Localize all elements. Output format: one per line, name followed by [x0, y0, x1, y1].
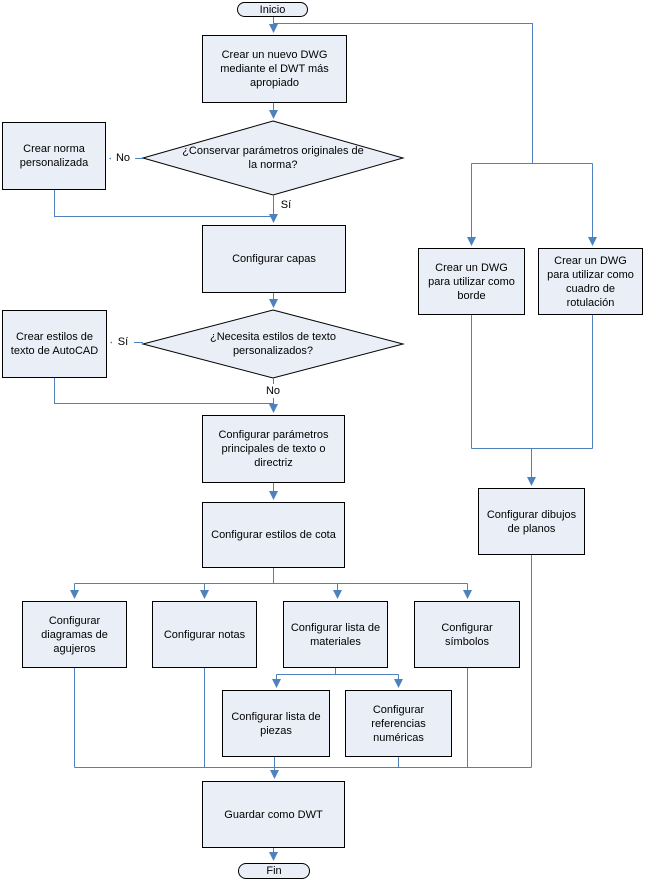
decision-text-styles-text: ¿Necesita estilos de texto personalizado… — [210, 331, 336, 357]
process-create-border-dwg: Crear un DWG para utilizar como borde — [418, 248, 525, 315]
process-configure-symbols: Configurar símbolos — [414, 601, 520, 668]
process-create-titleblock-dwg: Crear un DWG para utilizar como cuadro d… — [538, 248, 643, 315]
process-configure-text-params: Configurar parámetros principales de tex… — [202, 415, 345, 483]
process-configure-parts-list: Configurar lista de piezas — [222, 690, 330, 757]
process-configure-balloons: Configurar referencias numéricas — [345, 690, 452, 757]
process-configure-sheet-drawings: Configurar dibujos de planos — [478, 488, 585, 555]
edge-label-no-keep-standard: No — [111, 151, 135, 165]
process-configure-layers: Configurar capas — [202, 225, 346, 293]
process-create-dwg: Crear un nuevo DWG mediante el DWT más a… — [202, 35, 347, 103]
edge-label-si-keep-standard: Sí — [276, 198, 296, 212]
process-create-text-styles: Crear estilos de texto de AutoCAD — [2, 310, 107, 378]
flow-arrows — [54, 17, 597, 861]
process-configure-dim-styles: Configurar estilos de cota — [202, 502, 345, 568]
process-configure-notes: Configurar notas — [152, 601, 257, 668]
terminator-inicio: Inicio — [237, 2, 308, 17]
process-configure-bom: Configurar lista de materiales — [283, 601, 388, 668]
edge-label-no-text-styles: No — [261, 384, 285, 398]
process-configure-hole-charts: Configurar diagramas de agujeros — [22, 601, 127, 668]
terminator-fin: Fin — [238, 863, 310, 879]
edge-label-si-text-styles: Sí — [112, 335, 134, 349]
process-save-dwt: Guardar como DWT — [202, 781, 345, 848]
process-create-custom-standard: Crear norma personalizada — [2, 122, 106, 190]
decision-keep-standard-text: ¿Conservar parámetros originales de la n… — [182, 145, 364, 171]
